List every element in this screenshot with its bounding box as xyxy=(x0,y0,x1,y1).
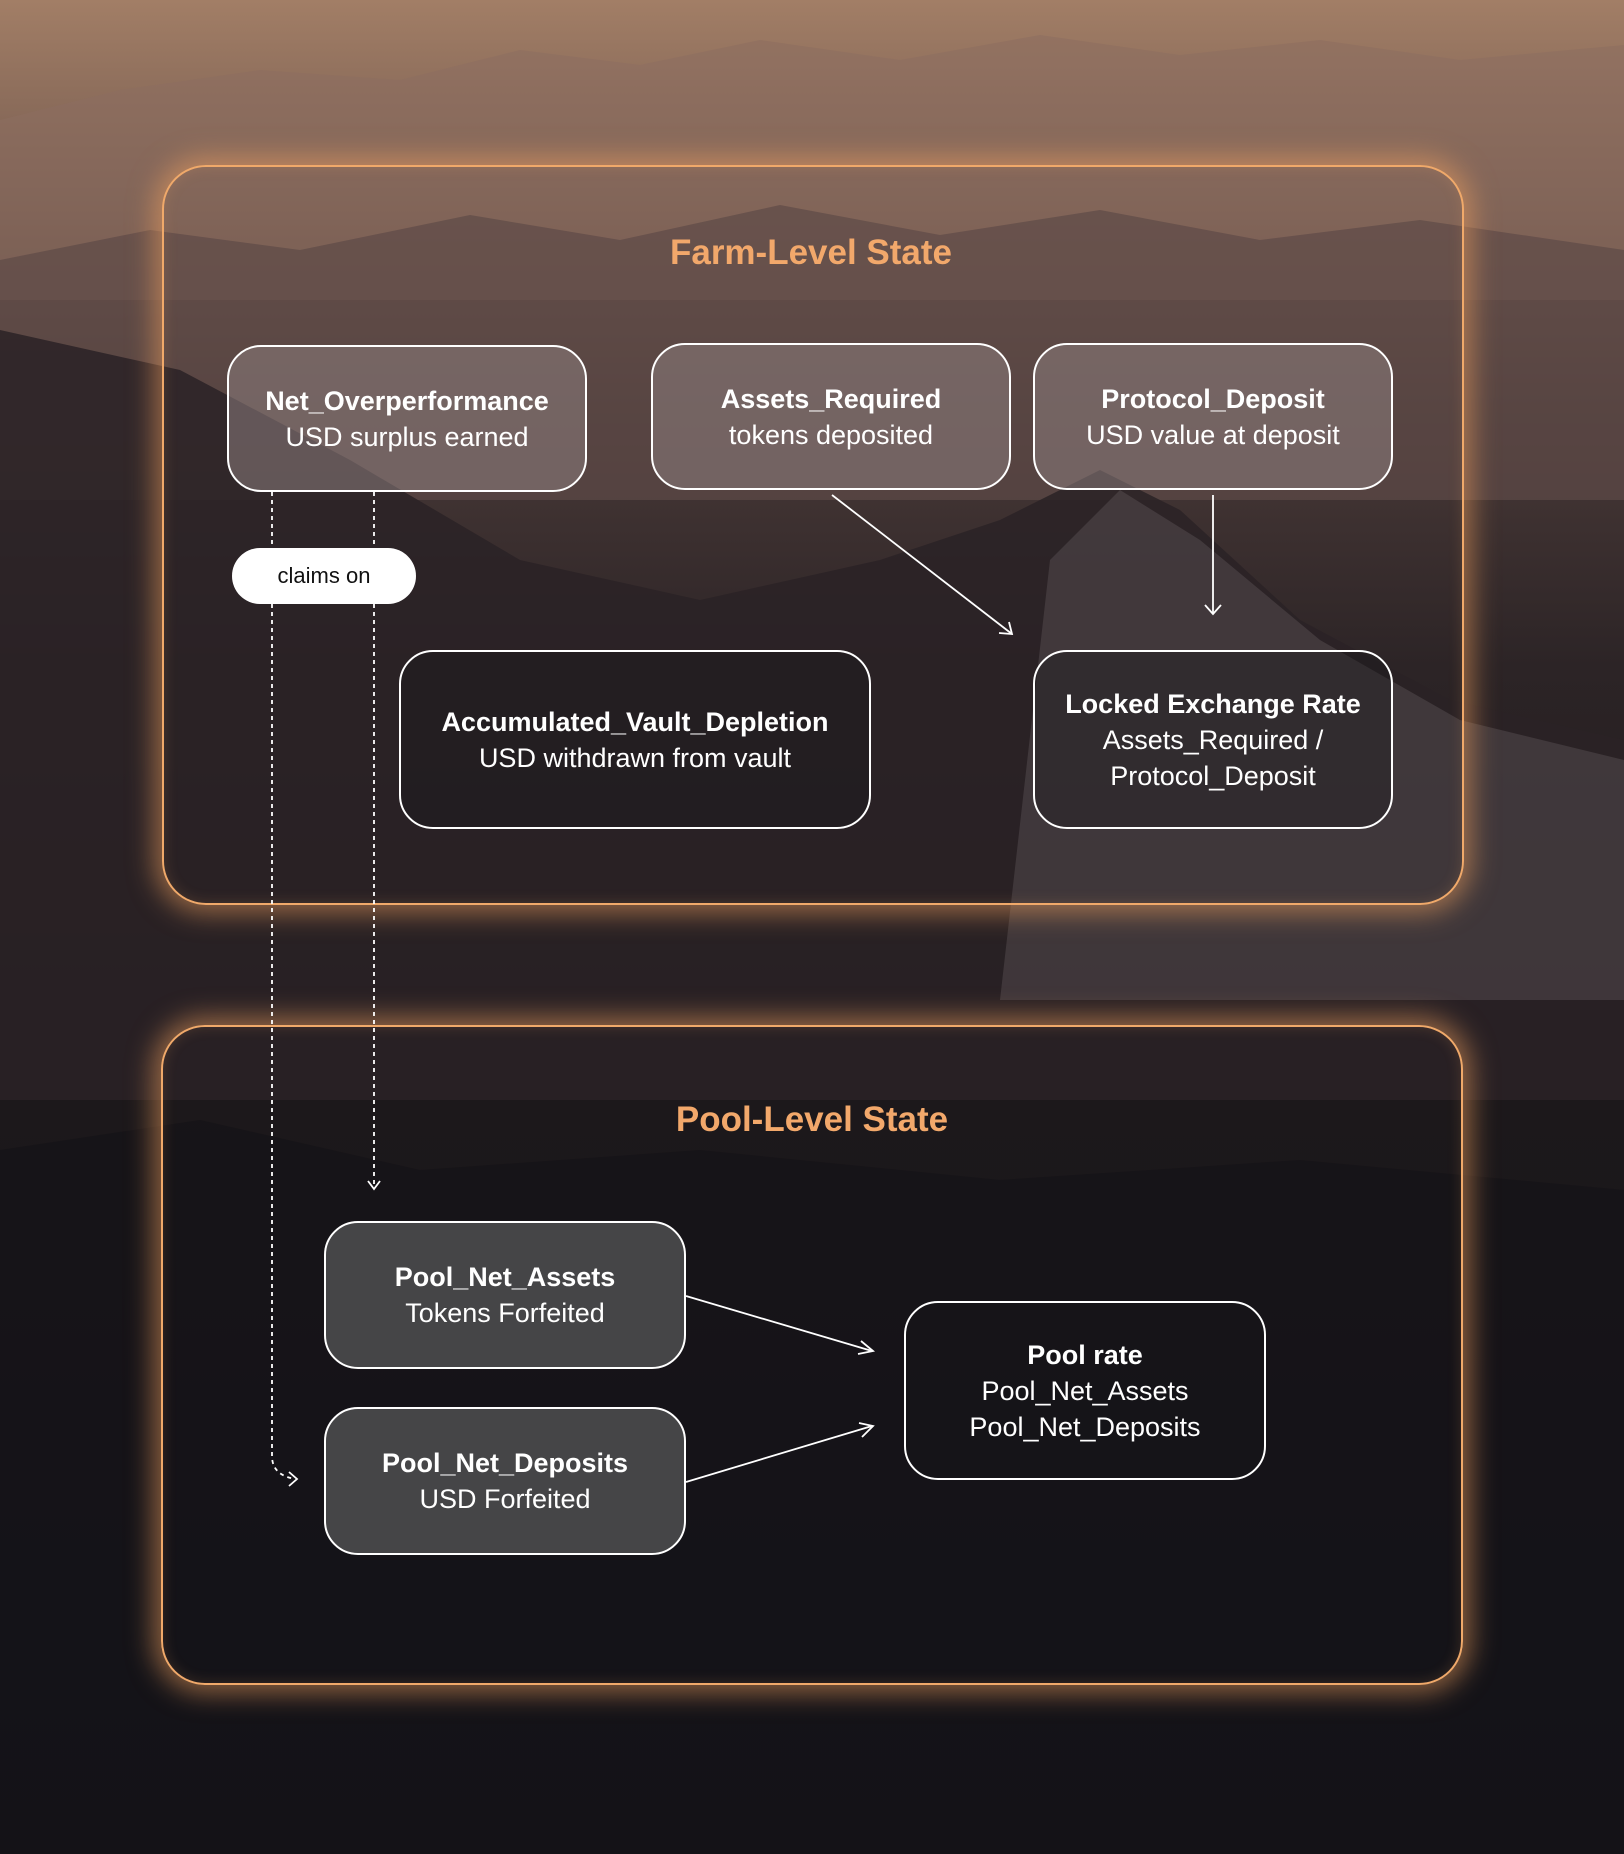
vault-depletion-node: Accumulated_Vault_Depletion USD withdraw… xyxy=(399,650,871,829)
locked-exchange-rate-node: Locked Exchange Rate Assets_Required / P… xyxy=(1033,650,1393,829)
pool-net-assets-node: Pool_Net_Assets Tokens Forfeited xyxy=(324,1221,686,1369)
locked-exchange-rate-line2: Protocol_Deposit xyxy=(1110,760,1316,791)
pool-net-deposits-node: Pool_Net_Deposits USD Forfeited xyxy=(324,1407,686,1555)
pool-level-title: Pool-Level State xyxy=(675,1100,949,1139)
pool-rate-line2: Pool_Net_Deposits xyxy=(969,1411,1201,1442)
pool-net-deposits-subtitle: USD Forfeited xyxy=(419,1484,591,1514)
protocol-deposit-subtitle: USD value at deposit xyxy=(1086,419,1340,450)
arrowhead xyxy=(367,1180,381,1191)
pool-net-assets-subtitle: Tokens Forfeited xyxy=(405,1298,605,1328)
claims-on-label: claims on xyxy=(232,548,416,604)
net-overperformance-node: Net_Overperformance USD surplus earned xyxy=(227,345,587,492)
arrowhead xyxy=(1204,604,1222,616)
net-overperformance-subtitle: USD surplus earned xyxy=(285,421,529,452)
assets-required-node: Assets_Required tokens deposited xyxy=(651,343,1011,490)
pool-rate-line1: Pool_Net_Assets xyxy=(981,1375,1189,1406)
vault-depletion-subtitle: USD withdrawn from vault xyxy=(478,742,792,773)
arrow-pool-net-assets-to-pool-rate xyxy=(685,1295,873,1352)
protocol-deposit-node: Protocol_Deposit USD value at deposit xyxy=(1033,343,1393,490)
farm-level-panel: Farm-Level State xyxy=(162,165,1464,905)
pool-net-deposits-title: Pool_Net_Deposits xyxy=(381,1448,629,1478)
pool-level-panel: Pool-Level State xyxy=(161,1025,1463,1685)
assets-required-subtitle: tokens deposited xyxy=(728,419,934,450)
dashed-link-net-overperformance-to-pool-net-deposits xyxy=(271,492,296,1480)
arrowhead xyxy=(857,1340,876,1355)
arrow-pool-net-deposits-to-pool-rate xyxy=(685,1425,873,1483)
net-overperformance-title: Net_Overperformance xyxy=(265,385,549,416)
locked-exchange-rate-title: Locked Exchange Rate xyxy=(1065,688,1361,719)
arrowhead xyxy=(998,621,1014,635)
protocol-deposit-title: Protocol_Deposit xyxy=(1101,383,1325,414)
assets-required-title: Assets_Required xyxy=(720,383,942,414)
arrowhead xyxy=(858,1422,875,1438)
locked-exchange-rate-line1: Assets_Required / xyxy=(1102,724,1324,755)
pool-net-assets-title: Pool_Net_Assets xyxy=(394,1262,616,1292)
farm-level-title: Farm-Level State xyxy=(669,233,953,272)
arrow-assets-required-to-locked-rate xyxy=(831,494,1013,635)
pool-rate-title: Pool rate xyxy=(1027,1339,1143,1370)
vault-depletion-title: Accumulated_Vault_Depletion xyxy=(441,706,829,737)
arrowhead xyxy=(288,1471,299,1487)
pool-rate-node: Pool rate Pool_Net_Assets Pool_Net_Depos… xyxy=(904,1301,1266,1480)
